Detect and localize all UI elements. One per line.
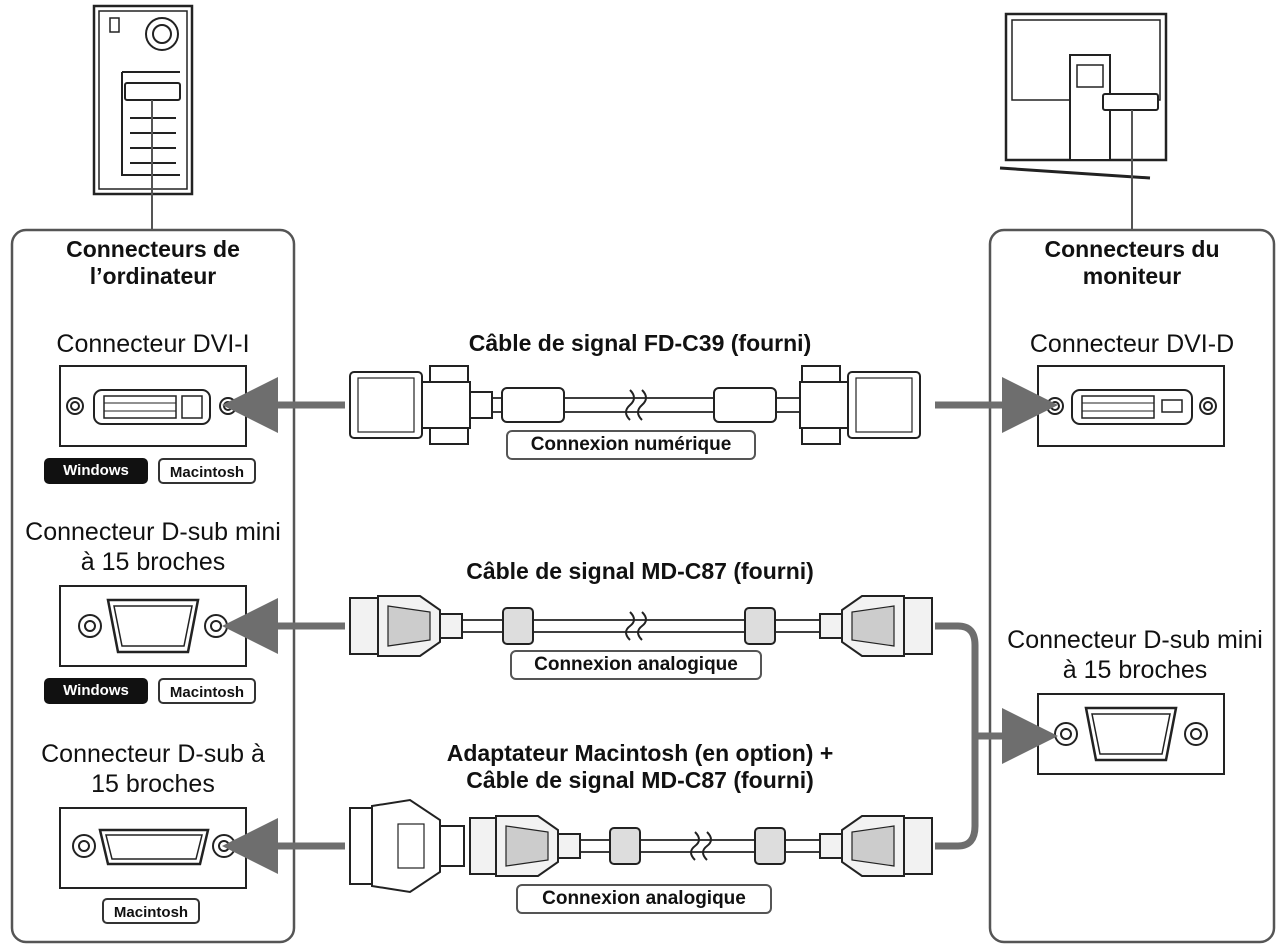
dsub-mini-connector-computer: [59, 585, 247, 667]
dvi-d-label: Connecteur DVI-D: [1029, 330, 1235, 358]
digital-cable-title: Câble de signal FD-C39 (fourni): [468, 330, 812, 356]
connection-arrows: [222, 377, 1058, 874]
monitor-device: [999, 12, 1168, 230]
dsub-mini-label-computer: Connecteur D-sub mini à 15 broches: [25, 518, 281, 576]
analog-cable: [349, 595, 933, 657]
badge-macintosh-2: Macintosh: [158, 678, 256, 704]
badge-windows-2: Windows: [44, 678, 148, 704]
dvi-i-connector: [59, 365, 247, 447]
analog-connection-label: Connexion analogique: [510, 650, 762, 680]
dsub-mini-connector-monitor: [1037, 693, 1225, 775]
badge-windows: Windows: [44, 458, 148, 484]
badge-macintosh-3: Macintosh: [102, 898, 200, 924]
digital-connection-label: Connexion numérique: [506, 430, 756, 460]
dvi-d-connector: [1037, 365, 1225, 447]
dsub-label-computer: Connecteur D-sub à 15 broches: [41, 740, 265, 798]
adapter-connection-label: Connexion analogique: [516, 884, 772, 914]
computer-tower: [92, 4, 194, 230]
analog-cable-title: Câble de signal MD-C87 (fourni): [466, 558, 814, 584]
badge-macintosh: Macintosh: [158, 458, 256, 484]
dvi-i-label: Connecteur DVI-I: [56, 330, 250, 358]
monitor-connectors-title: Connecteurs du moniteur: [1044, 236, 1220, 290]
adapter-cable: [349, 798, 933, 894]
computer-connectors-title: Connecteurs de l’ordinateur: [66, 236, 240, 290]
dvi-cable: [349, 365, 921, 445]
dsub-mini-label-monitor: Connecteur D-sub mini à 15 broches: [1007, 626, 1263, 684]
adapter-cable-title: Adaptateur Macintosh (en option) + Câble…: [446, 740, 834, 794]
dsub-connector-computer: [59, 807, 247, 889]
